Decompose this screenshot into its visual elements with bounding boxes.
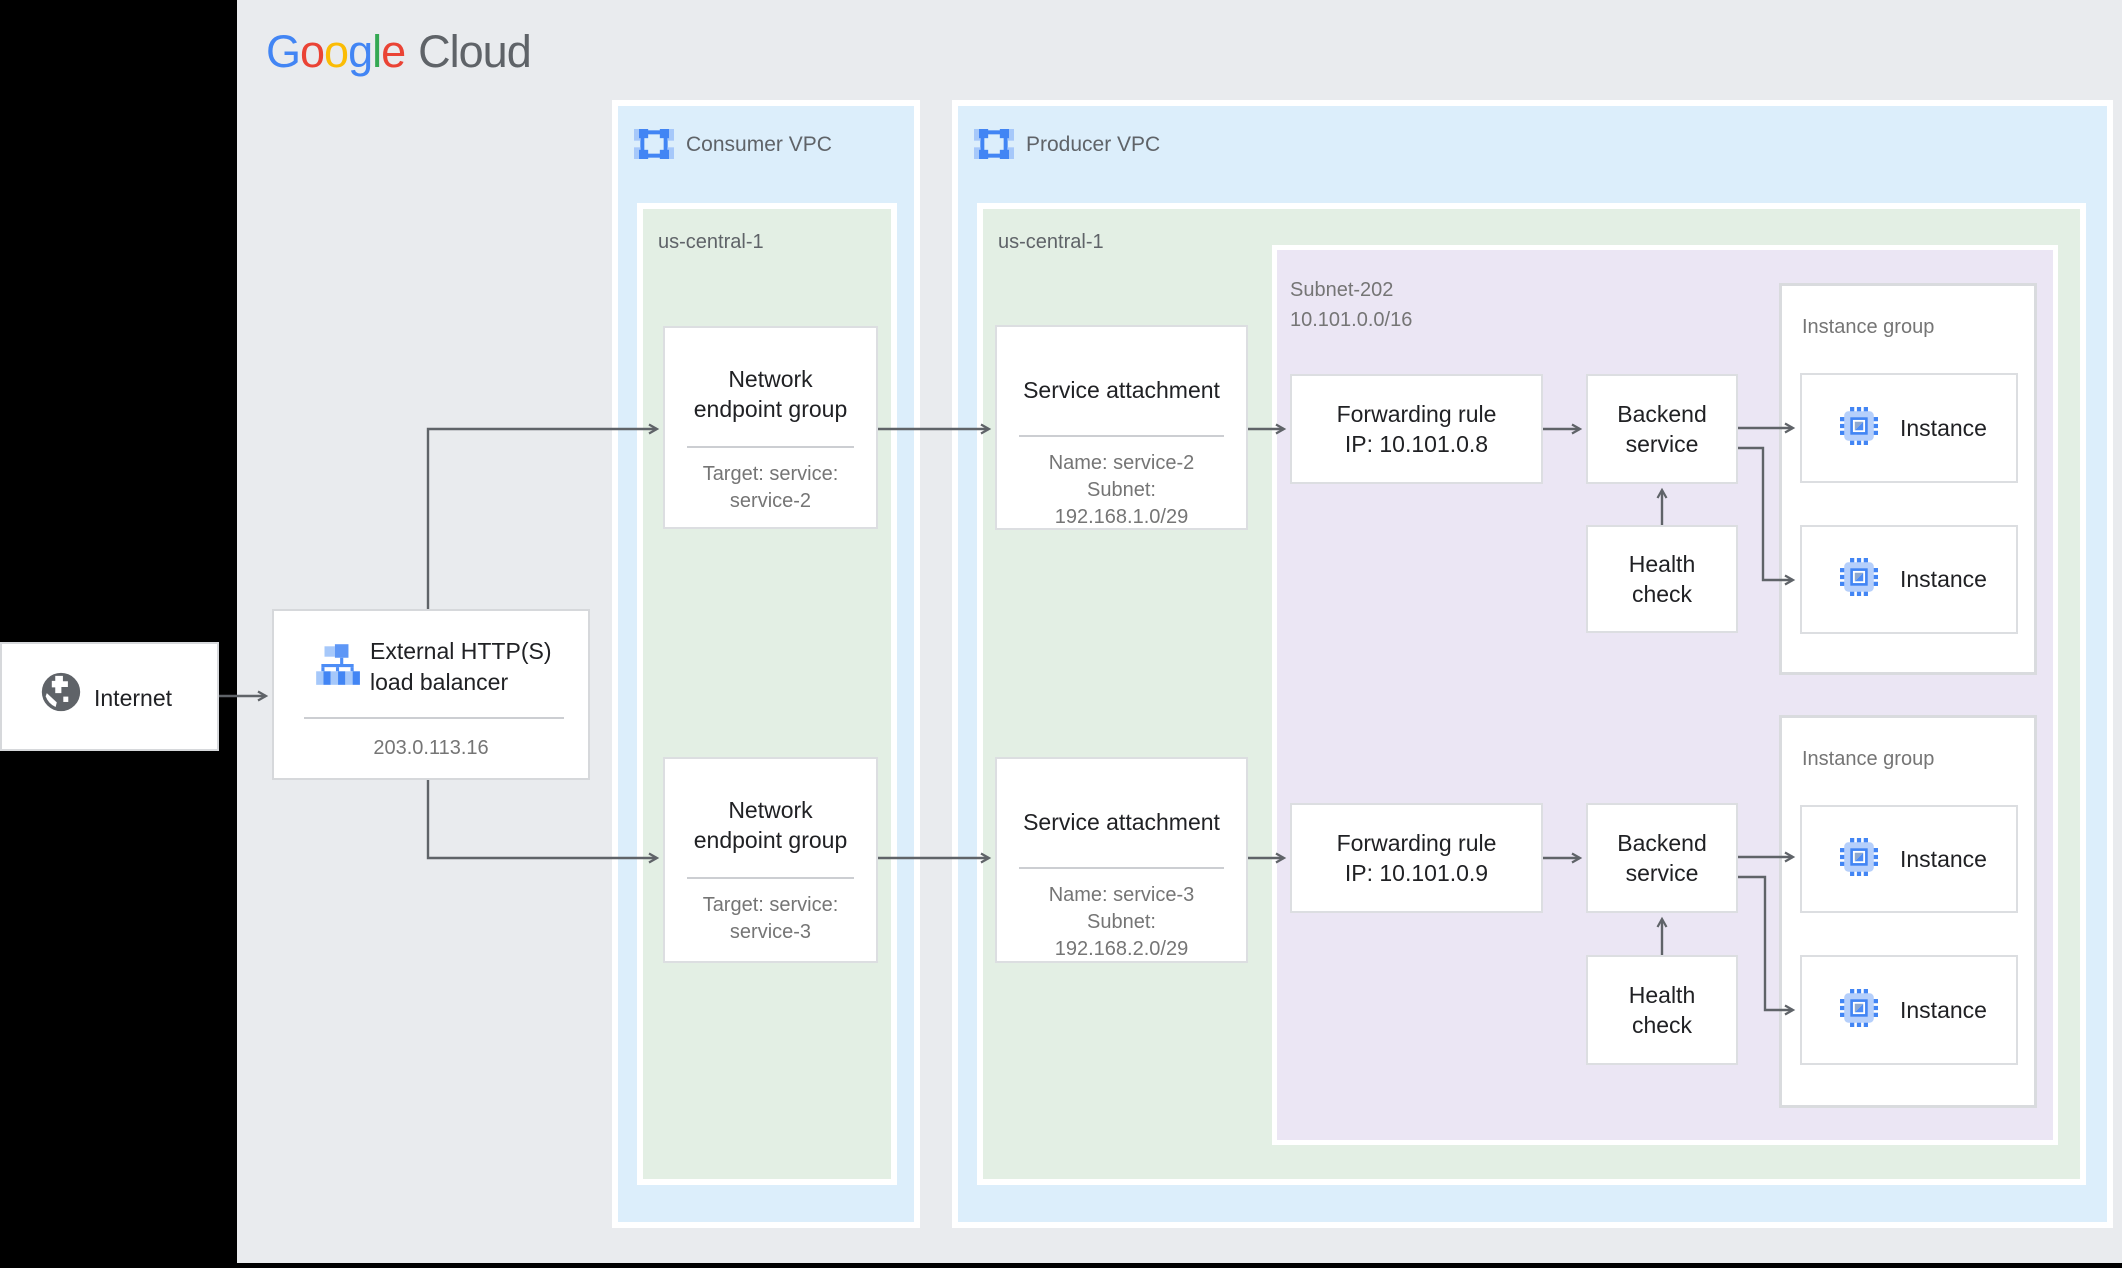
bs1-text: Backend service — [1617, 401, 1707, 457]
divider — [1019, 867, 1224, 869]
service-attachment-2: Service attachment Name: service-3 Subne… — [995, 757, 1248, 963]
instance-group-1-label: Instance group — [1802, 316, 1935, 338]
compute-instance-icon — [1840, 406, 1878, 450]
globe-icon — [38, 669, 84, 720]
producer-region-label: us-central-1 — [998, 231, 1104, 253]
subnet-label: Subnet-202 10.101.0.0/16 — [1290, 279, 1413, 331]
logo-letter: g — [348, 26, 373, 77]
vpc-icon — [634, 124, 674, 169]
consumer-region-label: us-central-1 — [658, 231, 764, 253]
vpc-icon — [974, 124, 1014, 169]
instance-label: Instance — [1900, 996, 1987, 1023]
service-attachment-1: Service attachment Name: service-2 Subne… — [995, 325, 1248, 530]
neg2-title: Network endpoint group — [693, 797, 848, 853]
instance-1a: Instance — [1800, 373, 2018, 483]
health-check-1: Health check — [1586, 525, 1738, 633]
hc1-text: Health check — [1628, 551, 1696, 607]
instance-group-2-label: Instance group — [1802, 748, 1935, 770]
bs2-text: Backend service — [1617, 830, 1707, 886]
internet-node: Internet — [0, 642, 219, 751]
divider — [687, 446, 854, 448]
divider — [687, 877, 854, 879]
hc2-text: Health check — [1628, 982, 1696, 1038]
sa2-title: Service attachment — [1023, 809, 1220, 835]
logo-cloud-text: Cloud — [418, 26, 532, 77]
forwarding-rule-2: Forwarding rule IP: 10.101.0.9 — [1290, 803, 1543, 913]
divider — [304, 717, 564, 719]
compute-instance-icon — [1840, 988, 1878, 1032]
load-balancer-icon — [312, 639, 362, 694]
load-balancer-title: External HTTP(S) load balancer — [370, 638, 552, 695]
logo-letter: e — [381, 26, 406, 77]
instance-group-2: Instance group Instance — [1779, 715, 2037, 1108]
sa1-title: Service attachment — [1023, 377, 1220, 403]
instance-label: Instance — [1900, 566, 1987, 592]
fr1-text: Forwarding rule IP: 10.101.0.8 — [1336, 401, 1497, 457]
logo-letter: o — [300, 26, 325, 77]
health-check-2: Health check — [1586, 955, 1738, 1065]
divider — [1019, 435, 1224, 437]
producer-vpc-label: Producer VPC — [1026, 133, 1161, 156]
backend-service-1: Backend service — [1586, 374, 1738, 484]
load-balancer-node: External HTTP(S) load balancer 203.0.113… — [272, 609, 590, 780]
neg1-subtext: Target: service: service-2 — [702, 463, 839, 512]
instance-2a: Instance — [1800, 805, 2018, 913]
network-endpoint-group-1: Network endpoint group Target: service: … — [663, 326, 878, 529]
network-endpoint-group-2: Network endpoint group Target: service: … — [663, 757, 878, 963]
logo-letter: G — [266, 26, 301, 77]
instance-label: Instance — [1900, 414, 1987, 441]
sa2-subtext: Name: service-3 Subnet: 192.168.2.0/29 — [1048, 884, 1195, 960]
compute-instance-icon — [1840, 558, 1878, 601]
consumer-vpc-label: Consumer VPC — [686, 133, 832, 156]
sa1-subtext: Name: service-2 Subnet: 192.168.1.0/29 — [1048, 452, 1195, 528]
instance-group-1: Instance group Instance — [1779, 283, 2037, 675]
instance-1b: Instance — [1800, 525, 2018, 634]
logo-letter: o — [324, 26, 349, 77]
logo-letter: l — [372, 26, 382, 77]
neg1-title: Network endpoint group — [693, 366, 848, 422]
instance-2b: Instance — [1800, 955, 2018, 1065]
instance-label: Instance — [1900, 845, 1987, 872]
internet-label: Internet — [94, 685, 172, 711]
backend-service-2: Backend service — [1586, 803, 1738, 913]
fr2-text: Forwarding rule IP: 10.101.0.9 — [1336, 830, 1497, 886]
forwarding-rule-1: Forwarding rule IP: 10.101.0.8 — [1290, 374, 1543, 484]
neg2-subtext: Target: service: service-3 — [702, 894, 839, 943]
load-balancer-ip: 203.0.113.16 — [373, 737, 489, 759]
google-cloud-logo: G o o g l e Cloud — [266, 26, 532, 78]
compute-instance-icon — [1840, 837, 1878, 881]
